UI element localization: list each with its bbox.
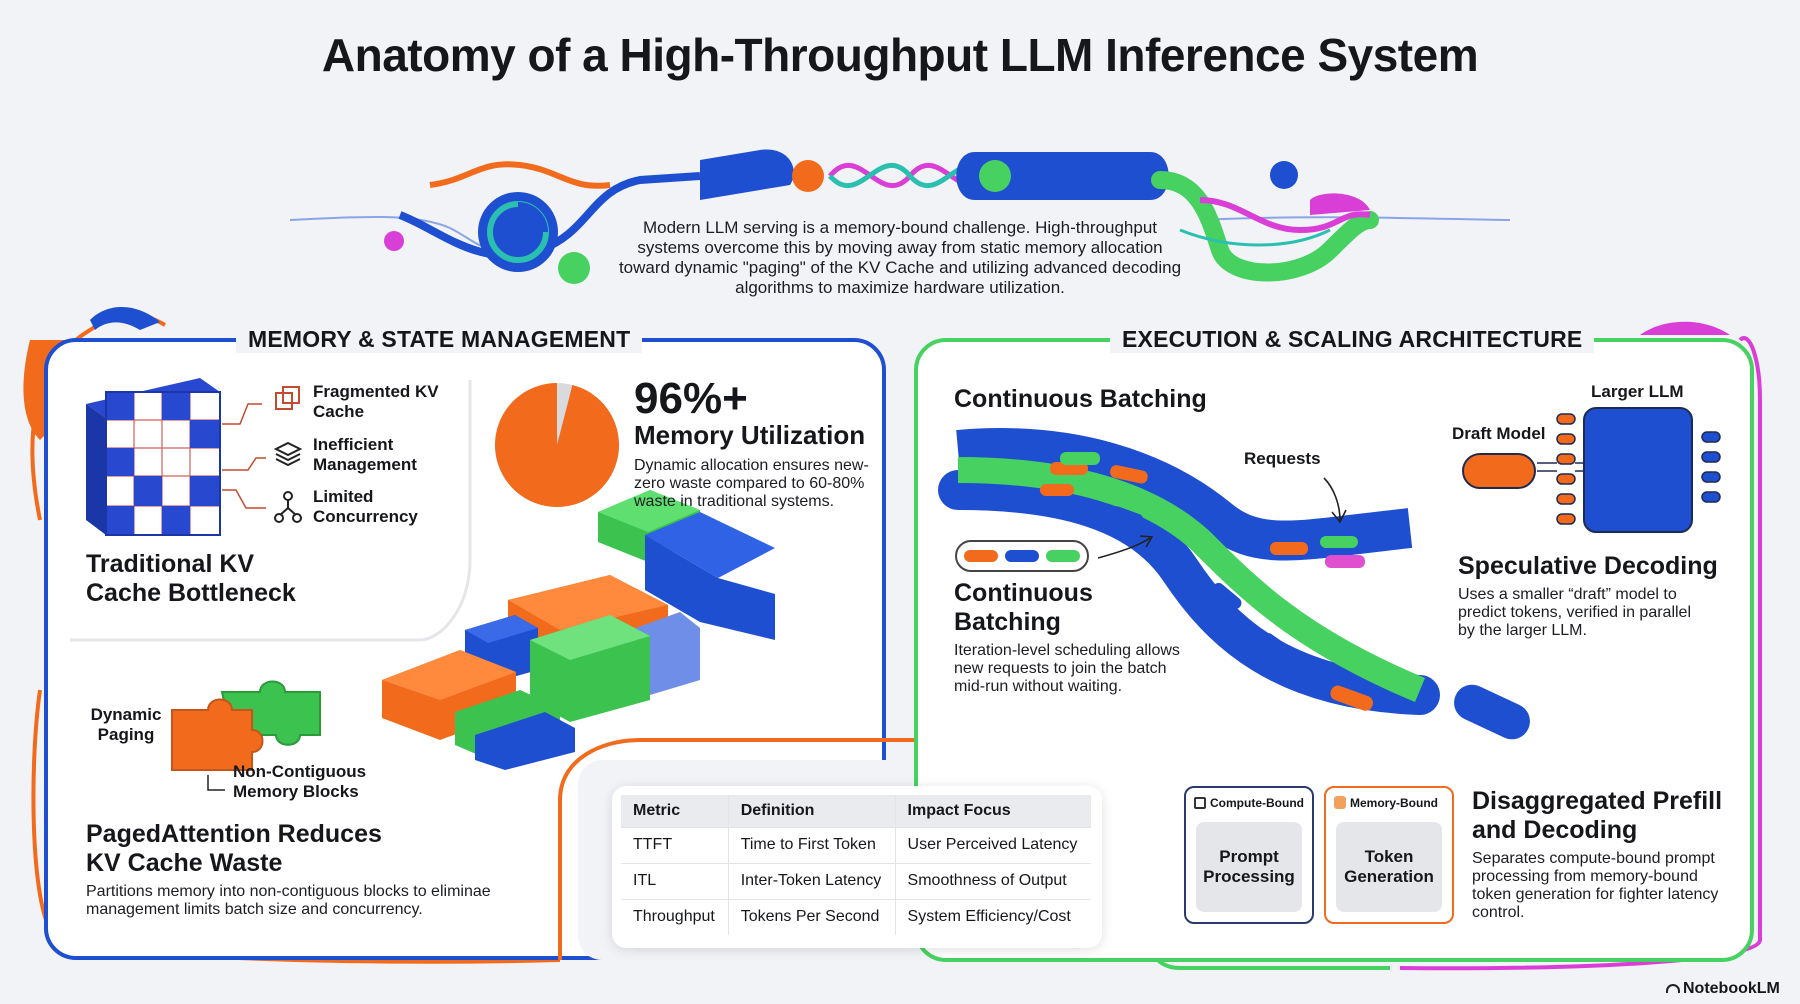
- bottleneck-item-fragmented: Fragmented KV Cache: [313, 382, 439, 421]
- bottleneck-item-inefficient: Inefficient Management: [313, 435, 417, 474]
- table-cell: Throughput: [621, 898, 729, 935]
- paging-puzzle-graphic: [171, 680, 321, 791]
- memory-section-title: MEMORY & STATE MANAGEMENT: [236, 326, 643, 353]
- prefill-tag-text: Compute-Bound: [1210, 796, 1304, 810]
- table-row: ITL Inter-Token Latency Smoothness of Ou…: [621, 862, 1091, 899]
- chip-icon: [1194, 797, 1206, 809]
- table-cell: Inter-Token Latency: [727, 862, 896, 899]
- utilization-stat-value: 96%+: [634, 374, 748, 423]
- paging-label: Dynamic Paging: [90, 705, 162, 744]
- table-cell: Tokens Per Second: [727, 898, 896, 935]
- batching-heading: Continuous Batching: [954, 579, 1093, 636]
- table-header-metric: Metric: [621, 795, 729, 827]
- header-flow-graphic: [289, 149, 1511, 284]
- table-row: TTFT Time to First Token User Perceived …: [621, 826, 1091, 863]
- intro-text: Modern LLM serving is a memory-bound cha…: [618, 218, 1182, 297]
- bottleneck-item-limited: Limited Concurrency: [313, 487, 418, 526]
- paged-heading: PagedAttention Reduces KV Cache Waste: [86, 820, 382, 877]
- brand-mark: NotebookLM: [1666, 980, 1780, 998]
- utilization-stat-label: Memory Utilization: [634, 420, 866, 450]
- decode-label: Token Generation: [1336, 822, 1442, 912]
- database-icon: [1334, 796, 1346, 809]
- layers-icon: [273, 439, 303, 474]
- memory-blocks-graphic: [382, 490, 775, 770]
- fragmented-cache-cube: [86, 378, 221, 536]
- page-title: Anatomy of a High-Throughput LLM Inferen…: [321, 29, 1479, 81]
- table-cell: Time to First Token: [727, 826, 896, 863]
- metrics-table: Metric Definition Impact Focus TTFT Time…: [621, 795, 1091, 935]
- larger-llm-label: Larger LLM: [1591, 382, 1684, 401]
- table-header-impact: Impact Focus: [894, 795, 1091, 827]
- requests-label: Requests: [1244, 449, 1321, 468]
- bottleneck-heading: Traditional KV Cache Bottleneck: [86, 550, 296, 607]
- table-row: Throughput Tokens Per Second System Effi…: [621, 898, 1091, 935]
- speculative-heading: Speculative Decoding: [1458, 552, 1718, 580]
- decode-tag: Memory-Bound: [1334, 796, 1438, 810]
- network-icon: [273, 490, 303, 529]
- speculative-graphic: [1462, 407, 1721, 533]
- table-cell: User Perceived Latency: [894, 826, 1091, 863]
- table-header-definition: Definition: [727, 795, 896, 827]
- brand-text: NotebookLM: [1683, 980, 1780, 997]
- disaggregated-desc: Separates compute-bound prompt processin…: [1472, 850, 1719, 921]
- fragment-icon: [273, 384, 303, 419]
- execution-section-title: EXECUTION & SCALING ARCHITECTURE: [1110, 326, 1595, 353]
- table-header-row: Metric Definition Impact Focus: [621, 795, 1091, 827]
- prefill-tag: Compute-Bound: [1194, 796, 1304, 810]
- utilization-stat-desc: Dynamic allocation ensures new-zero wast…: [634, 457, 869, 510]
- utilization-pie: [494, 383, 619, 507]
- request-queue-pill: [955, 540, 1089, 572]
- decode-card: Memory-Bound Token Generation: [1324, 786, 1454, 924]
- table-cell: System Efficiency/Cost: [894, 898, 1091, 935]
- batching-road-graphic: [938, 428, 1530, 740]
- table-cell: Smoothness of Output: [894, 862, 1091, 899]
- notebooklm-icon: [1666, 984, 1680, 993]
- prefill-card: Compute-Bound Prompt Processing: [1184, 786, 1314, 924]
- table-cell: ITL: [621, 862, 729, 899]
- bottleneck-connectors: [222, 403, 266, 509]
- paged-desc: Partitions memory into non-contiguous bl…: [86, 883, 491, 918]
- table-cell: TTFT: [621, 826, 729, 863]
- batching-title: Continuous Batching: [954, 385, 1207, 413]
- batching-desc: Iteration-level scheduling allows new re…: [954, 642, 1180, 695]
- disaggregated-heading: Disaggregated Prefill and Decoding: [1472, 787, 1723, 844]
- draft-model-label: Draft Model: [1452, 424, 1546, 443]
- prefill-label: Prompt Processing: [1196, 822, 1302, 912]
- blocks-label: Non-Contiguous Memory Blocks: [233, 762, 367, 801]
- decode-tag-text: Memory-Bound: [1350, 796, 1438, 810]
- speculative-desc: Uses a smaller “draft” model to predict …: [1458, 586, 1692, 639]
